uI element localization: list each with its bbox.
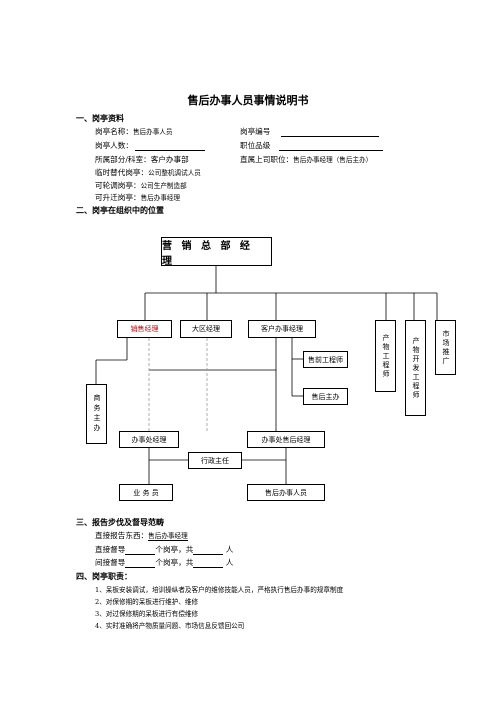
superior-row: 直属上司职位：售后办事经理（售后主办） <box>240 154 372 165</box>
org-node-presales-engineer: 售前工程师 <box>303 351 348 368</box>
direct-supervise-b: 个岗亭，共 <box>155 545 194 554</box>
org-node-dev-engineer: 产物开发工程师 <box>405 320 426 416</box>
promotion-label: 可升迁岗亭： <box>95 193 141 202</box>
rotation-label: 可轮调岗亭： <box>95 181 141 190</box>
post-no-label: 岗亭编号 <box>240 127 271 136</box>
org-node-market-promo: 市场推广 <box>435 320 456 375</box>
document-title: 售后办事人员事情说明书 <box>187 94 309 107</box>
post-no-blank <box>280 128 379 137</box>
direct-report-row: 直接报告东西：售后办事经理 <box>95 530 188 541</box>
indirect-supervise-posts-blank <box>125 559 156 568</box>
headcount-row: 岗亭人数： <box>95 140 206 151</box>
section1-heading: 一、岗亭资料 <box>76 113 124 123</box>
org-node-region-manager: 大区经理 <box>180 320 232 338</box>
direct-supervise-people-blank <box>193 546 224 555</box>
rotation-value: 公司生产制造部 <box>140 182 187 190</box>
grade-row: 职位品级 <box>240 140 383 151</box>
direct-supervise-c: 人 <box>225 545 234 554</box>
dev-engineer-label: 产物开发工程师 <box>412 336 420 400</box>
headcount-blank <box>135 142 206 151</box>
section3-heading: 三、报告步伐及督导范畴 <box>76 517 164 527</box>
indirect-supervise-a: 间接督导 <box>95 558 126 567</box>
direct-supervise-posts-blank <box>125 546 156 555</box>
org-node-office-aftersales-manager: 办事处售后经理 <box>247 431 325 448</box>
org-node-business-lead: 商务主办 <box>86 384 107 444</box>
indirect-supervise-people-blank <box>193 559 224 568</box>
duty-item: 3、对过保修期的呆板进行有偿维修 <box>95 610 199 618</box>
direct-report-label: 直接报告东西： <box>95 531 149 540</box>
indirect-supervise-row: 间接督导 个岗亭，共 人 <box>95 557 233 568</box>
direct-supervise-row: 直接督导 个岗亭，共 人 <box>95 544 233 555</box>
promotion-value: 售后办事经理 <box>140 194 181 202</box>
dept-value: 客户办事部 <box>150 155 189 164</box>
substitute-row: 临时替代岗亭：公司整机调试人员 <box>95 167 201 178</box>
promotion-row: 可升迁岗亭：售后办事经理 <box>95 192 180 203</box>
post-no-row: 岗亭编号 <box>240 126 379 137</box>
dept-label: 所属部分/科室： <box>95 155 151 164</box>
org-node-marketing-director: 营 销 总 部 经 理 <box>161 237 272 267</box>
indirect-supervise-c: 人 <box>225 558 234 567</box>
org-node-office-manager: 办事处经理 <box>119 431 179 448</box>
substitute-value: 公司整机调试人员 <box>148 169 201 177</box>
org-node-aftersales-staff: 售后办事人员 <box>247 484 325 501</box>
org-node-salesman: 业 务 员 <box>119 484 173 501</box>
duty-item: 1、呆板安装调试，培训操纵者及客户的维修技能人员，严格执行售后办事的规章制度 <box>95 586 344 594</box>
org-node-sales-manager: 销售经理 <box>117 320 172 338</box>
org-node-aftersales-lead: 售后主办 <box>303 388 348 405</box>
grade-blank <box>278 142 383 151</box>
indirect-supervise-b: 个岗亭，共 <box>155 558 194 567</box>
superior-label: 直属上司职位： <box>240 155 294 164</box>
dept-row: 所属部分/科室：客户办事部 <box>95 154 189 165</box>
substitute-label: 临时替代岗亭： <box>95 168 149 177</box>
product-engineer-label: 产物工程师 <box>382 333 390 379</box>
market-promo-label: 市场推广 <box>442 329 450 366</box>
org-node-product-engineer: 产物工程师 <box>375 320 396 392</box>
duty-item: 2、对保修期的呆板进行维护、维修 <box>95 598 199 606</box>
direct-report-value: 售后办事经理 <box>148 532 188 541</box>
org-node-admin-lead: 行政主任 <box>188 452 242 469</box>
rotation-row: 可轮调岗亭：公司生产制造部 <box>95 180 187 191</box>
grade-label: 职位品级 <box>240 141 271 150</box>
superior-value: 售后办事经理（售后主办） <box>293 156 373 164</box>
business-lead-label: 商务主办 <box>93 394 101 434</box>
org-node-customer-manager: 客户办事经理 <box>248 320 316 338</box>
post-name-row: 岗亭名称：售后办事人员 <box>95 126 173 137</box>
post-name-value: 售后办事人员 <box>132 128 173 136</box>
section4-heading: 四、岗亭职责： <box>76 571 132 581</box>
duty-item: 4、实时准确将产物质量问题、市场信息反馈回公司 <box>95 622 245 630</box>
post-name-label: 岗亭名称： <box>95 127 133 136</box>
headcount-label: 岗亭人数： <box>95 141 133 150</box>
section2-heading: 二、岗亭在组织中的位置 <box>76 205 164 215</box>
direct-supervise-a: 直接督导 <box>95 545 126 554</box>
